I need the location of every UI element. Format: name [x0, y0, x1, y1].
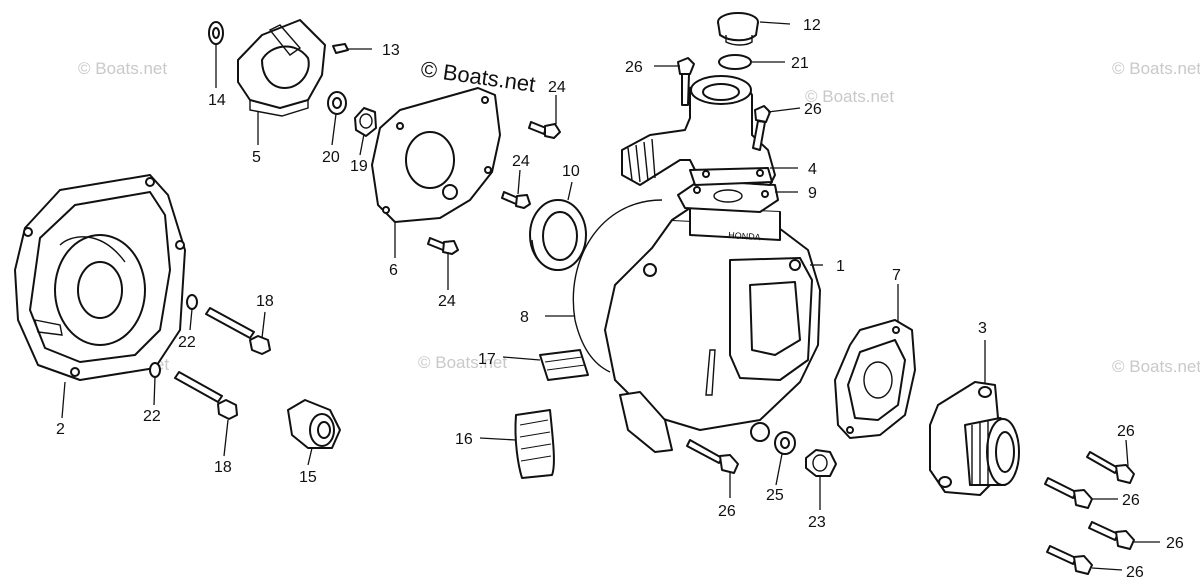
callout-15: 15 [299, 469, 317, 486]
callout-4: 4 [808, 161, 817, 178]
callout-16: 16 [455, 431, 473, 448]
callout-24-top: 24 [548, 79, 566, 96]
part-13-key [332, 43, 349, 54]
callout-26-bottom: 26 [718, 503, 736, 520]
part-26-bolt-right-3 [1088, 521, 1135, 550]
callout-7: 7 [892, 267, 901, 284]
callout-22-upper: 22 [178, 334, 196, 351]
part-9-gasket [677, 179, 779, 213]
callout-3: 3 [978, 320, 987, 337]
callout-21: 21 [791, 55, 809, 72]
part-15-fitting [287, 399, 341, 449]
callout-2: 2 [56, 421, 65, 438]
part-16-label [514, 409, 555, 479]
callout-26-top-left: 26 [625, 59, 643, 76]
callout-13: 13 [382, 42, 400, 59]
callout-26-right-1: 26 [1117, 423, 1135, 440]
part-20-washer [327, 91, 347, 115]
callout-9: 9 [808, 185, 817, 202]
part-12-priming-cap [717, 12, 759, 46]
callout-23: 23 [808, 514, 826, 531]
part-26-bolt-top-left [677, 57, 695, 106]
part-21-o-ring [718, 54, 752, 70]
watermark-faint: © Boats.net [1112, 59, 1200, 78]
part-18-bolt-lower [174, 371, 238, 420]
callout-26-right-4: 26 [1126, 564, 1144, 581]
part-14-washer [208, 21, 224, 45]
callout-5: 5 [252, 149, 261, 166]
part-26-bolt-right-2 [1044, 477, 1093, 509]
part-26-bolt-right-4 [1046, 545, 1093, 575]
callout-14: 14 [208, 92, 226, 109]
part-8-o-ring [572, 199, 663, 373]
watermark-faint: © Boats.net [78, 59, 167, 78]
callout-labels: 1 2 3 4 5 6 7 8 9 10 12 13 14 15 16 17 1… [56, 17, 1184, 581]
part-1-pump-casing: HONDA [604, 207, 821, 453]
callout-22-lower: 22 [143, 408, 161, 425]
part-19-nut [354, 107, 377, 137]
callout-12: 12 [803, 17, 821, 34]
callout-1: 1 [836, 258, 845, 275]
part-26-bolt-top-right [752, 105, 771, 151]
callout-19: 19 [350, 158, 368, 175]
watermark-faint: © Boats.net [1112, 357, 1200, 376]
watermark-faint: © Boats.net [418, 353, 507, 372]
part-26-bolt-bottom [686, 439, 739, 474]
callout-26-top-right: 26 [804, 101, 822, 118]
callout-18-lower: 18 [214, 459, 232, 476]
callout-18-upper: 18 [256, 293, 274, 310]
watermark-faint: © Boats.net [805, 87, 894, 106]
part-7-gasket [834, 319, 916, 439]
callout-6: 6 [389, 262, 398, 279]
casting-mark: HONDA [728, 230, 761, 242]
callout-10: 10 [562, 163, 580, 180]
part-17-label [539, 349, 589, 381]
part-22-washer-upper [186, 294, 198, 310]
part-24-bolt-middle [501, 191, 531, 209]
part-22-washer-lower [149, 362, 161, 378]
part-26-bolt-right-1 [1086, 451, 1135, 484]
part-2-rear-cover [14, 174, 186, 381]
leader-lines [61, 21, 1160, 571]
callout-8: 8 [520, 309, 529, 326]
callout-17: 17 [478, 351, 496, 368]
part-23-drain-plug [805, 449, 837, 477]
part-24-bolt-lower [427, 237, 459, 255]
callout-26-right-2: 26 [1122, 492, 1140, 509]
callout-26-right-3: 26 [1166, 535, 1184, 552]
part-10-mechanical-seal [529, 199, 587, 271]
callout-20: 20 [322, 149, 340, 166]
part-3-inlet-flange [929, 381, 1020, 496]
part-18-bolt-upper [205, 307, 271, 355]
part-25-washer [774, 431, 796, 455]
callout-24-bottom: 24 [438, 293, 456, 310]
part-4-outlet-elbow [621, 75, 776, 186]
part-6-wear-plate [371, 87, 501, 223]
part-24-bolt-upper [528, 121, 561, 139]
callout-24-middle: 24 [512, 153, 530, 170]
part-5-impeller-guide [237, 19, 326, 117]
callout-25: 25 [766, 487, 784, 504]
